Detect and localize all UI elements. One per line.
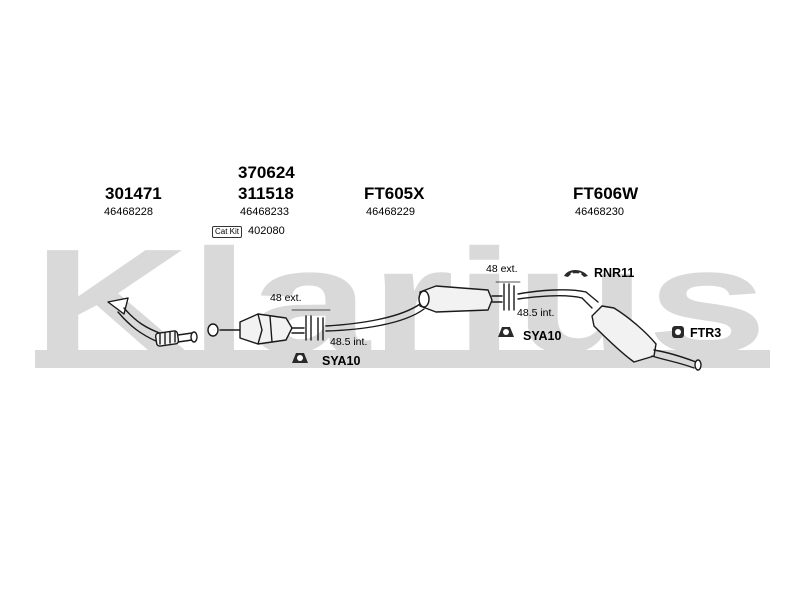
cat-kit-number: 402080 xyxy=(248,225,285,237)
rnr11-label: RNR11 xyxy=(594,266,635,280)
front-pipe xyxy=(107,297,198,347)
cat-kit-badge: Cat Kit xyxy=(212,226,243,238)
front-joint-ext-label: 48 ext. xyxy=(270,292,302,304)
oe-number-46468229: 46468229 xyxy=(366,206,415,218)
rear-joint-ext-label: 48 ext. xyxy=(486,263,518,275)
rear-silencer-section xyxy=(517,289,702,371)
rear-joint-marks xyxy=(495,281,521,311)
front-joint-marks xyxy=(291,309,331,341)
oe-number-46468233: 46468233 xyxy=(240,206,289,218)
catalytic-converter xyxy=(207,313,305,345)
rubber-hanger-icon xyxy=(292,353,308,363)
watermark-underline xyxy=(35,350,770,368)
tailpipe-trim-icon xyxy=(672,326,684,338)
front-joint-int-label: 48.5 int. xyxy=(330,336,368,348)
rubber-hanger-icon xyxy=(498,327,514,337)
hanger-ring-icon xyxy=(564,270,588,277)
part-number-370624: 370624 xyxy=(238,163,295,182)
ftr3-label: FTR3 xyxy=(690,326,722,340)
part-number-ft605x: FT605X xyxy=(364,184,425,203)
part-number-311518: 311518 xyxy=(238,184,294,203)
oe-number-46468228: 46468228 xyxy=(104,206,153,218)
rear-joint-int-label: 48.5 int. xyxy=(517,307,555,319)
middle-silencer-section xyxy=(325,285,503,332)
part-number-ft606w: FT606W xyxy=(573,184,639,203)
oe-number-46468230: 46468230 xyxy=(575,206,624,218)
sya10-rear-label: SYA10 xyxy=(523,329,562,343)
part-number-301471: 301471 xyxy=(105,184,162,203)
sya10-front-label: SYA10 xyxy=(322,354,361,368)
